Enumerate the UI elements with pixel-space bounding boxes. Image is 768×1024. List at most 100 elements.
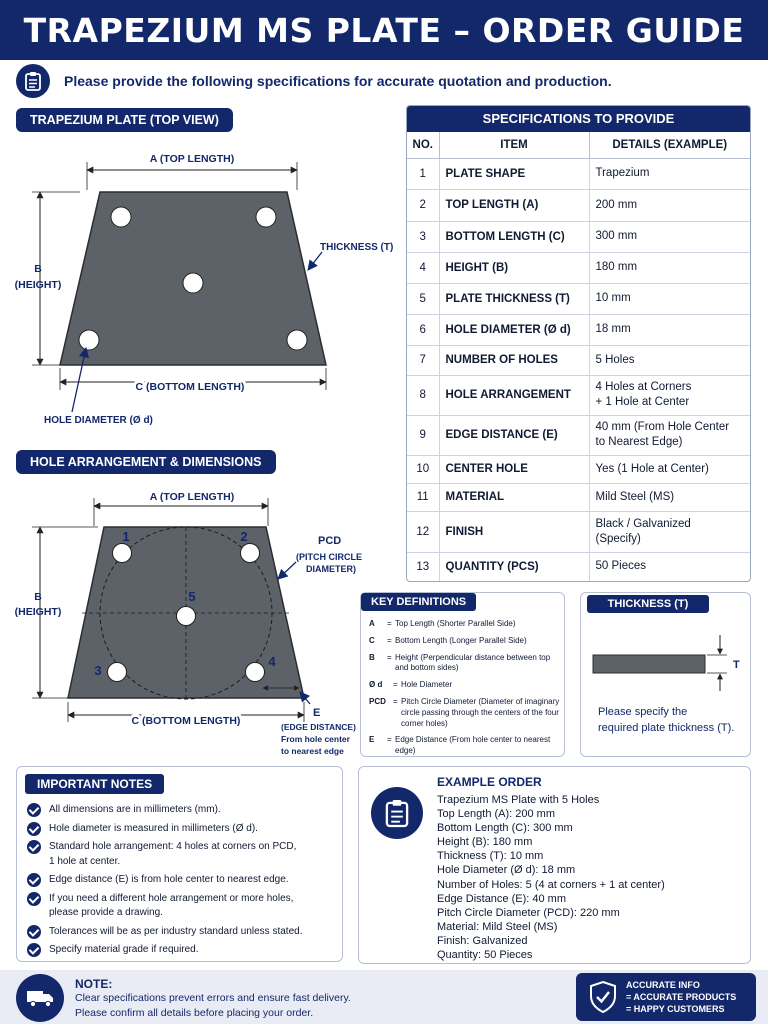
clipboard-icon [371, 787, 423, 839]
intro-text: Please provide the following specificati… [64, 73, 612, 89]
row-detail: 4 Holes at Corners + 1 Hole at Center [589, 375, 750, 416]
check-icon [27, 803, 41, 817]
hole-diameter-label: HOLE DIAMETER (Ø d) [44, 415, 153, 426]
thickness-title: THICKNESS (T) [587, 595, 709, 613]
a-label: A (TOP LENGTH) [150, 491, 234, 503]
row-item: BOTTOM LENGTH (C) [439, 221, 590, 253]
badge-line: ACCURATE INFO [626, 980, 700, 990]
pcd-label: PCD [318, 535, 341, 547]
note-item: All dimensions are in millimeters (mm). [27, 803, 337, 818]
thickness-label: THICKNESS (T) [320, 242, 393, 253]
example-order-line: Number of Holes: 5 (4 at corners + 1 at … [437, 878, 665, 891]
definition-text: Pitch Circle Diameter (Diameter of imagi… [401, 696, 560, 728]
column-header: ITEM [439, 132, 590, 159]
note-item: Specify material grade if required. [27, 943, 337, 958]
e-label: E [313, 707, 320, 719]
note-text: Tolerances will be as per industry stand… [49, 925, 303, 937]
plate-hole [255, 206, 277, 228]
definition-item: E=Edge Distance (From hole center to nea… [369, 735, 565, 757]
example-order-line: Edge Distance (E): 40 mm [437, 892, 566, 905]
row-number: 13 [407, 552, 440, 581]
example-order-line: Pitch Circle Diameter (PCD): 220 mm [437, 906, 620, 919]
definition-key: B [369, 652, 375, 662]
row-item: FINISH [439, 511, 590, 553]
plate-hole [110, 206, 132, 228]
specifications-table: SPECIFICATIONS TO PROVIDE NO. ITEM DETAI… [406, 105, 751, 582]
hole-number-label: 5 [188, 589, 195, 604]
hole-number-label: 1 [122, 529, 129, 544]
note-text: Hole diameter is measured in millimeters… [49, 822, 258, 834]
row-item: TOP LENGTH (A) [439, 189, 590, 222]
badge-text: ACCURATE INFO = ACCURATE PRODUCTS = HAPP… [626, 979, 736, 1015]
top-view-heading: TRAPEZIUM PLATE (TOP VIEW) [16, 108, 233, 132]
b-label-sub: (HEIGHT) [15, 279, 62, 291]
c-label: C (BOTTOM LENGTH) [136, 381, 245, 393]
check-icon [27, 840, 41, 854]
example-order-line: Thickness (T): 10 mm [437, 850, 544, 863]
e-sublabel: From hole center [281, 734, 351, 744]
row-detail: Mild Steel (MS) [589, 483, 750, 512]
example-order-line: Bottom Length (C): 300 mm [437, 822, 573, 835]
t-label: T [733, 659, 740, 671]
row-number: 4 [407, 252, 440, 284]
badge-line: = ACCURATE PRODUCTS [626, 992, 737, 1002]
footer-note-label: NOTE: [75, 977, 113, 991]
equals-sign: = [393, 680, 398, 690]
row-item: EDGE DISTANCE (E) [439, 415, 590, 456]
check-icon [27, 821, 41, 836]
example-order-line: Height (B): 180 mm [437, 836, 533, 849]
e-sublabel: (EDGE DISTANCE) [281, 722, 356, 732]
thickness-diagram: T [592, 635, 740, 691]
note-item: If you need a different hole arrangement… [27, 891, 337, 921]
edge-pointer [299, 691, 311, 705]
note-item: Tolerances will be as per industry stand… [27, 924, 337, 940]
hole-arrangement-diagram: A (TOP LENGTH) 1 2 3 4 5 B (HEIGHT) C (B… [15, 491, 362, 756]
example-order-line: Trapezium MS Plate with 5 Holes [437, 794, 600, 806]
c-label: C (BOTTOM LENGTH) [132, 715, 241, 727]
example-order-line: Finish: Galvanized [437, 934, 528, 947]
e-sublabel: to nearest edge [281, 746, 344, 756]
footer-note-line: Please confirm all details before placin… [75, 1007, 314, 1019]
row-number: 11 [407, 483, 440, 512]
definition-text: Height (Perpendicular distance between t… [395, 652, 551, 673]
equals-sign: = [387, 735, 392, 745]
row-detail: 18 mm [589, 314, 750, 346]
accuracy-badge: ACCURATE INFO = ACCURATE PRODUCTS = HAPP… [576, 973, 756, 1021]
b-label: B [34, 591, 42, 603]
example-order-title: EXAMPLE ORDER [437, 775, 542, 789]
b-label-sub: (HEIGHT) [15, 606, 62, 618]
note-text: Edge distance (E) is from hole center to… [49, 874, 289, 885]
definition-item: A=Top Length (Shorter Parallel Side) [369, 619, 565, 630]
pcd-sublabel: DIAMETER) [306, 564, 356, 574]
key-definitions-list: A=Top Length (Shorter Parallel Side)C=Bo… [369, 619, 565, 763]
definition-text: Edge Distance (From hole center to neare… [395, 735, 551, 756]
a-label: A (TOP LENGTH) [150, 153, 234, 165]
thickness-pointer [307, 251, 323, 271]
check-icon [27, 873, 41, 887]
row-detail: Yes (1 Hole at Center) [589, 455, 750, 484]
thickness-note-line: required plate thickness (T). [598, 722, 735, 734]
row-item: NUMBER OF HOLES [439, 345, 590, 376]
note-item: Standard hole arrangement: 4 holes at co… [27, 840, 337, 869]
thickness-box: THICKNESS (T) T Please specify the requi… [580, 592, 751, 757]
plate-hole [176, 606, 196, 626]
note-text: All dimensions are in millimeters (mm). [49, 804, 221, 815]
row-number: 5 [407, 283, 440, 315]
hole-number-label: 3 [94, 663, 101, 678]
check-icon [27, 943, 41, 957]
example-order-line: Hole Diameter (Ø d): 18 mm [437, 864, 576, 877]
important-notes-list: All dimensions are in millimeters (mm). H… [27, 803, 337, 962]
row-detail: 50 Pieces [595, 560, 647, 573]
plate-hole [182, 272, 204, 294]
row-item: MATERIAL [439, 483, 590, 512]
b-label: B [34, 263, 42, 275]
row-number: 7 [407, 345, 440, 376]
key-definitions-box: KEY DEFINITIONS A=Top Length (Shorter Pa… [360, 592, 565, 757]
